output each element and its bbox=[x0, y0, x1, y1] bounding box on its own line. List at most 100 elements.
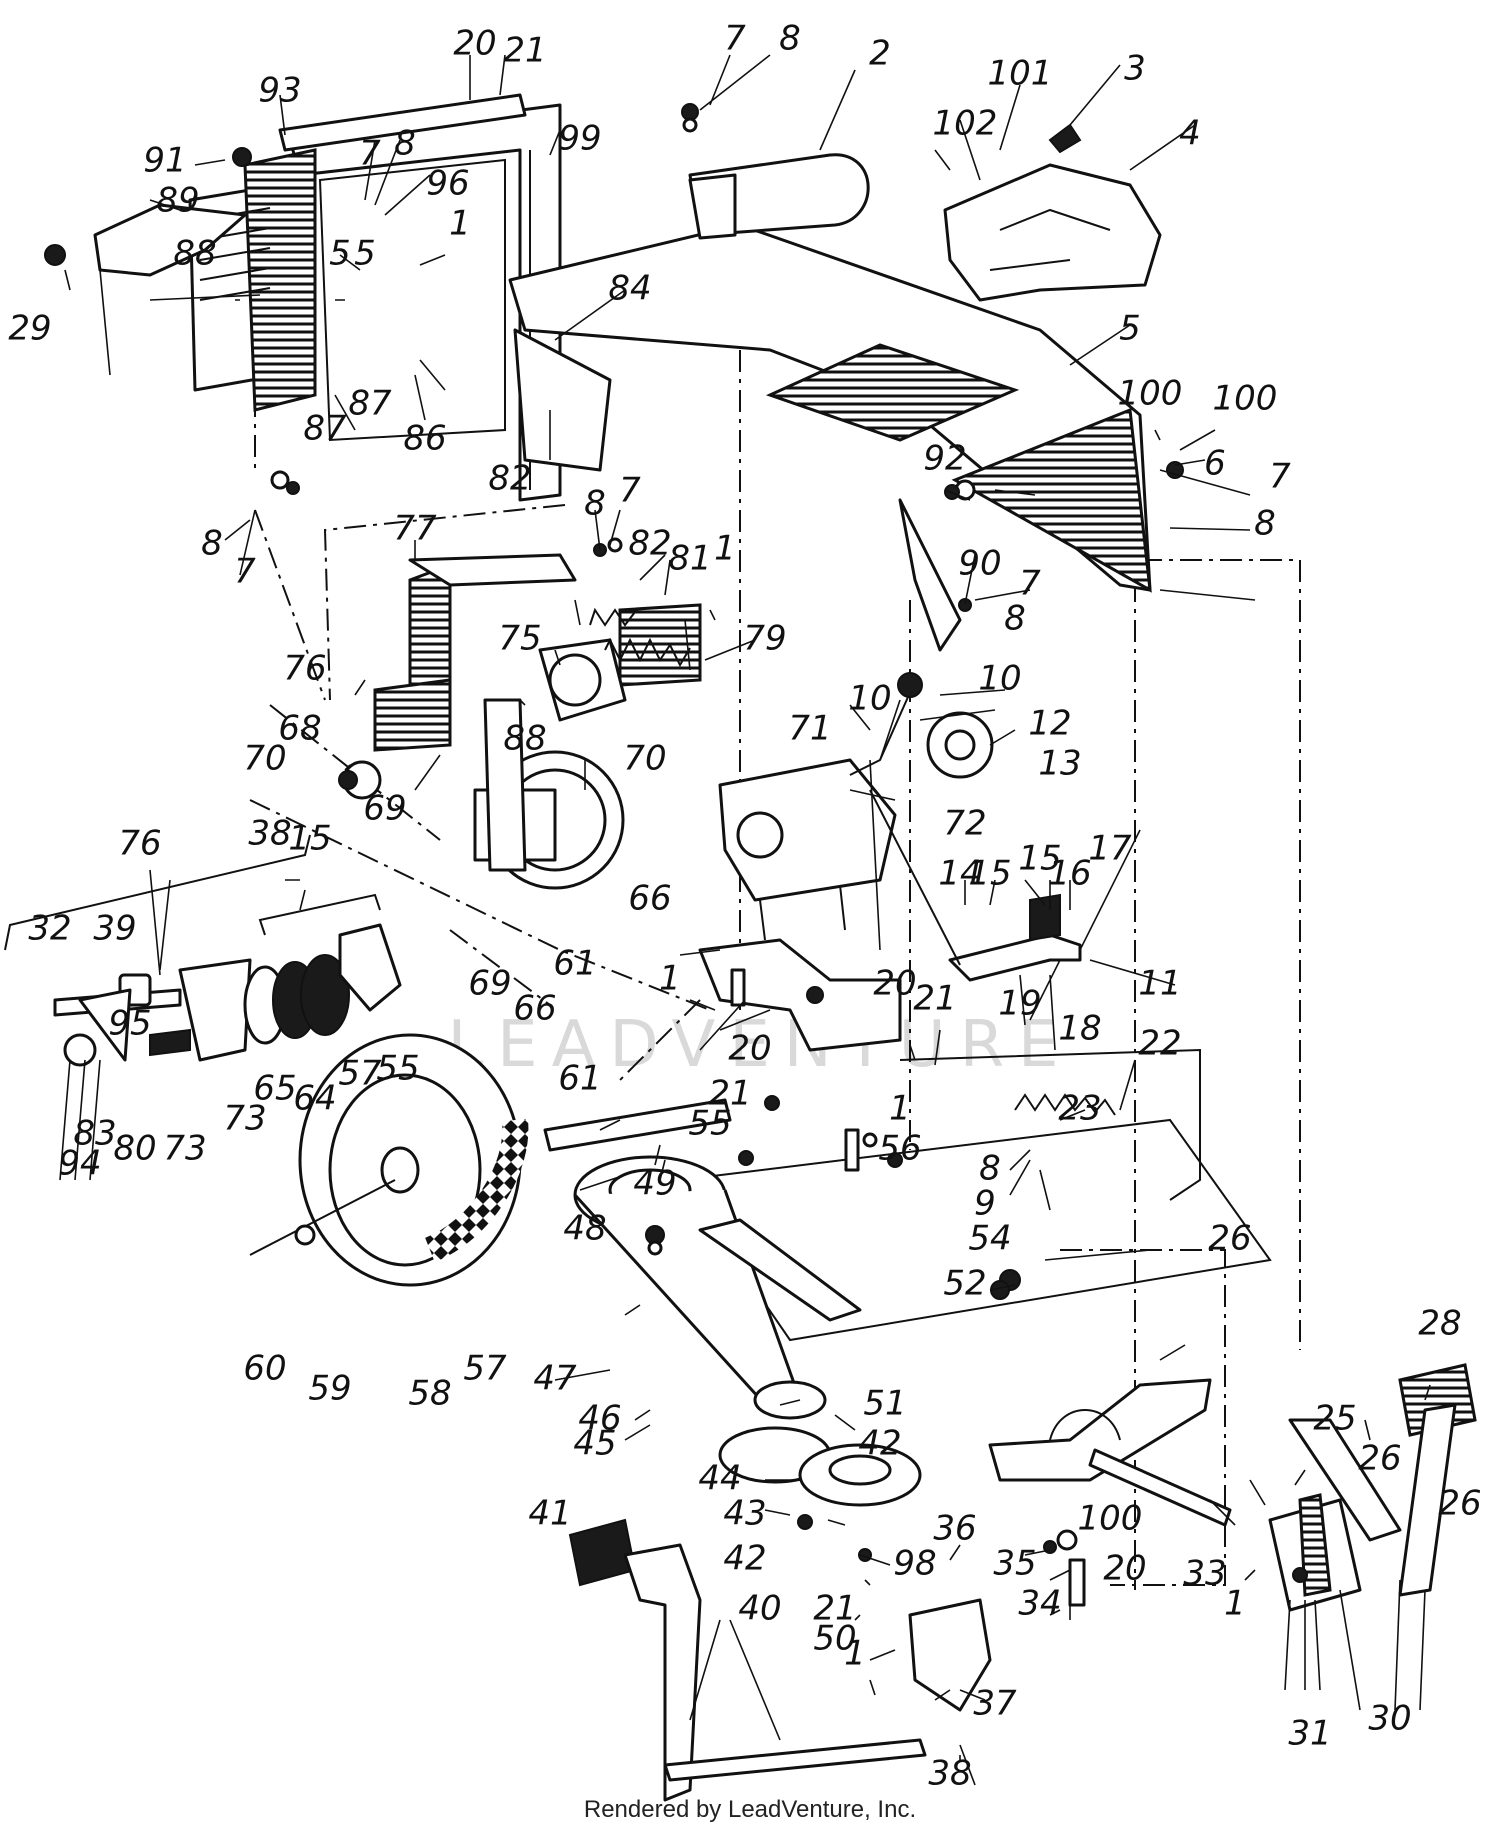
callout-73-b: 76 bbox=[118, 824, 161, 864]
callout-20: 20 bbox=[453, 24, 496, 64]
callout-32: 33 bbox=[1183, 1554, 1226, 1594]
callout-56: 57 bbox=[338, 1054, 382, 1094]
callout-15: 15 bbox=[288, 819, 331, 859]
callout-63: 65 bbox=[253, 1069, 296, 1109]
callout-26: 26 bbox=[1208, 1219, 1251, 1259]
callout-73: 75 bbox=[498, 619, 541, 659]
fender-plate bbox=[943, 123, 1162, 302]
callout-25: 25 bbox=[1313, 1399, 1356, 1439]
callout-62: 64 bbox=[293, 1079, 336, 1119]
callout-50: 51 bbox=[863, 1384, 906, 1424]
callout-66-b: 69 bbox=[468, 964, 511, 1004]
callout-6: 6 bbox=[1204, 444, 1226, 484]
callout-49: 50 bbox=[813, 1619, 856, 1659]
callout-91: 95 bbox=[108, 1004, 151, 1044]
callout-55-b: 56 bbox=[878, 1129, 921, 1169]
callout-7-f: 7 bbox=[619, 471, 641, 511]
callout-52: 54 bbox=[968, 1219, 1011, 1259]
callout-45: 46 bbox=[578, 1399, 621, 1439]
callout-61: 61 bbox=[553, 944, 596, 984]
callout-95: 100 bbox=[1213, 379, 1278, 419]
callout-77: 80 bbox=[113, 1129, 156, 1169]
callout-93: 98 bbox=[893, 1544, 936, 1584]
callout-86: 88 bbox=[173, 234, 216, 274]
callout-83: 87 bbox=[348, 384, 392, 424]
callout-26-c: 26 bbox=[1438, 1484, 1481, 1524]
callout-68: 70 bbox=[243, 739, 286, 779]
gear bbox=[926, 711, 994, 779]
callout-5-mini: 5 bbox=[354, 234, 376, 274]
pivot-bracket bbox=[988, 1378, 1212, 1482]
callout-8-e: 8 bbox=[1004, 599, 1026, 639]
callout-41: 42 bbox=[723, 1539, 766, 1579]
callout-8-d: 8 bbox=[1254, 504, 1276, 544]
callout-7-b: 7 bbox=[234, 552, 256, 592]
callout-72: 73 bbox=[163, 1129, 206, 1169]
callout-1-e: 1 bbox=[844, 1634, 866, 1674]
callout-36: 37 bbox=[973, 1684, 1017, 1724]
callout-8-b: 8 bbox=[201, 524, 223, 564]
callout-38: 38 bbox=[248, 814, 291, 854]
callout-57: 57 bbox=[463, 1349, 507, 1389]
callout-82-b: 86 bbox=[403, 419, 446, 459]
belt-pulleys bbox=[573, 1155, 922, 1507]
callout-12: 13 bbox=[1038, 744, 1081, 784]
callout-87-b: 90 bbox=[958, 544, 1001, 584]
callout-88-b: 92 bbox=[923, 439, 966, 479]
callout-67: 69 bbox=[363, 789, 406, 829]
callout-7-d: 7 bbox=[1269, 457, 1291, 497]
callout-20-d: 20 bbox=[1103, 1549, 1146, 1589]
callout-47: 48 bbox=[563, 1209, 606, 1249]
callout-48: 49 bbox=[633, 1164, 676, 1204]
callout-1-d: 1 bbox=[889, 1089, 911, 1129]
callout-21: 21 bbox=[503, 31, 546, 71]
callout-20-c: 20 bbox=[728, 1029, 771, 1069]
callout-27: 28 bbox=[1418, 1304, 1461, 1344]
callout-10-b: 11 bbox=[1138, 964, 1181, 1004]
callout-40: 41 bbox=[528, 1494, 571, 1534]
springs bbox=[589, 607, 1116, 1116]
transmission bbox=[718, 672, 923, 941]
callout-87: 89 bbox=[156, 181, 199, 221]
callout-39: 40 bbox=[738, 1589, 781, 1629]
rear-wheel bbox=[249, 1033, 529, 1287]
callout-70-b: 72 bbox=[943, 804, 986, 844]
callout-33: 34 bbox=[1018, 1584, 1061, 1624]
callout-1: 1 bbox=[449, 204, 471, 244]
callout-58: 58 bbox=[408, 1374, 451, 1414]
callout-21-c: 21 bbox=[708, 1074, 751, 1114]
callout-64: 66 bbox=[628, 879, 671, 919]
callout-21-d: 21 bbox=[813, 1589, 856, 1629]
callout-23: 23 bbox=[1058, 1089, 1101, 1129]
callout-8-c: 8 bbox=[779, 19, 801, 59]
callout-71: 73 bbox=[223, 1099, 266, 1139]
callout-100: 102 bbox=[933, 104, 998, 144]
callout-7-c: 7 bbox=[724, 19, 746, 59]
callout-55: 55 bbox=[688, 1104, 731, 1144]
brake-assembly bbox=[538, 638, 627, 722]
callout-78: 81 bbox=[668, 539, 711, 579]
callout-66: 68 bbox=[278, 709, 321, 749]
axle-shaft bbox=[543, 1098, 732, 1152]
sub-bracket bbox=[258, 893, 381, 936]
hub-assembly bbox=[53, 923, 402, 1067]
callout-8: 8 bbox=[394, 124, 416, 164]
callout-76: 79 bbox=[743, 619, 786, 659]
callout-79: 82 bbox=[628, 524, 671, 564]
callout-60: 60 bbox=[243, 1349, 286, 1389]
seat-support bbox=[688, 153, 870, 240]
callout-11: 12 bbox=[1028, 704, 1071, 744]
callout-98: 100 bbox=[1078, 1499, 1143, 1539]
callout-85: 5 bbox=[329, 234, 351, 274]
callout-1-f: 1 bbox=[1224, 1584, 1246, 1624]
callout-69: 70 bbox=[623, 739, 666, 779]
callout-94: 99 bbox=[558, 119, 601, 159]
callout-30: 31 bbox=[1288, 1714, 1331, 1754]
callout-13: 14 bbox=[938, 854, 981, 894]
callout-16: 16 bbox=[1048, 854, 1091, 894]
callout-20-b: 20 bbox=[873, 964, 916, 1004]
callout-22: 22 bbox=[1138, 1024, 1181, 1064]
callout-14: 15 bbox=[968, 854, 1011, 894]
callout-75: 77 bbox=[393, 509, 437, 549]
callout-43: 44 bbox=[698, 1459, 741, 1499]
